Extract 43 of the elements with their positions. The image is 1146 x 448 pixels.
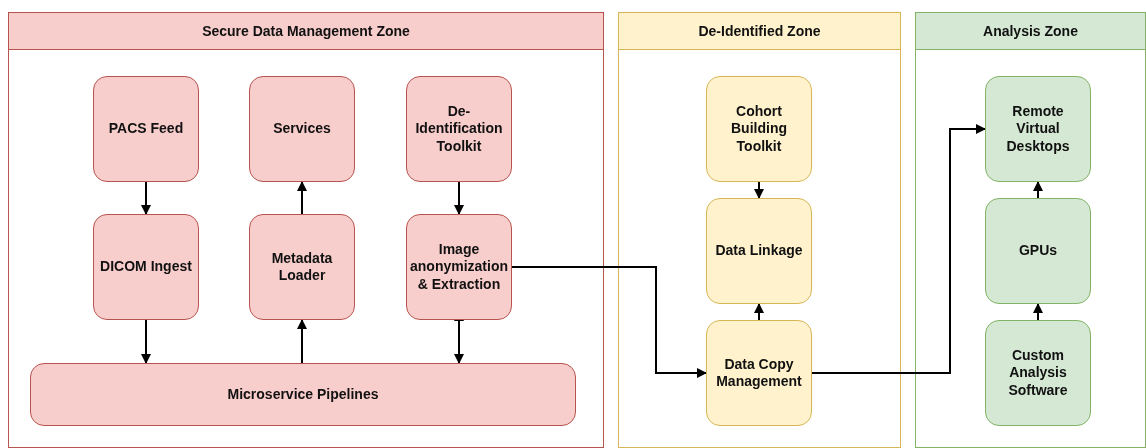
box-label: Custom Analysis Software <box>1007 346 1069 400</box>
box-label: PACS Feed <box>107 120 185 138</box>
zone-panel <box>618 12 901 448</box>
process-box <box>406 214 512 320</box>
process-box <box>985 198 1091 304</box>
arrow <box>141 181 151 215</box>
zone-heading: De-Identified Zone <box>618 12 901 50</box>
arrow <box>1033 303 1043 321</box>
process-box <box>93 214 199 320</box>
arrow <box>1033 181 1043 199</box>
arrow <box>754 181 764 199</box>
process-box <box>985 76 1091 182</box>
box-label: Data Linkage <box>714 242 804 260</box>
box-label: DICOM Ingest <box>99 258 193 276</box>
process-box <box>249 214 355 320</box>
box-label: Image anonymization & Extraction <box>409 240 509 294</box>
box-label: Microservice Pipelines <box>226 385 380 404</box>
box-label: Services <box>272 120 332 138</box>
arrow <box>297 319 307 364</box>
zone-heading: Analysis Zone <box>915 12 1146 50</box>
arrow <box>141 319 151 364</box>
box-label: Data Copy Management <box>715 355 803 391</box>
zone-panel <box>8 12 604 448</box>
zone-panel <box>915 12 1146 448</box>
process-box <box>985 320 1091 426</box>
box-label: Cohort Building Toolkit <box>730 102 788 156</box>
process-box <box>706 76 812 182</box>
process-box <box>30 363 576 426</box>
box-label: Remote Virtual Desktops <box>1005 102 1071 156</box>
process-box <box>249 76 355 182</box>
arrow <box>297 181 307 215</box>
box-label: De-Identification Toolkit <box>414 102 504 156</box>
arrow <box>454 181 464 215</box>
zone-heading: Secure Data Management Zone <box>8 12 604 50</box>
box-label: GPUs <box>1017 242 1059 260</box>
arrow <box>811 124 986 374</box>
process-box <box>706 198 812 304</box>
arrow <box>511 266 707 378</box>
box-label: Metadata Loader <box>270 249 334 285</box>
arrow <box>754 303 764 321</box>
process-box <box>706 320 812 426</box>
process-box <box>93 76 199 182</box>
process-box <box>406 76 512 182</box>
